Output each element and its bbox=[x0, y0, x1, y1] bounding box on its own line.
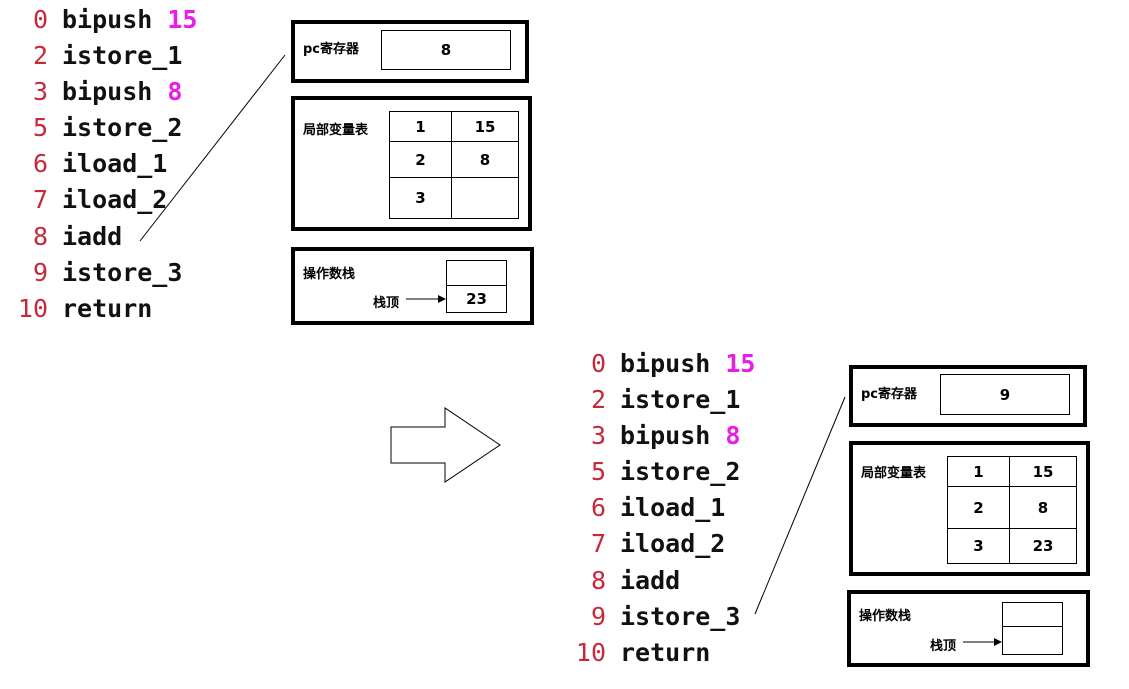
pc-register-box-after bbox=[849, 365, 1087, 427]
stack-slot-top: 23 bbox=[446, 285, 507, 313]
local-slot-value: 23 bbox=[1009, 528, 1077, 564]
local-variable-table-box-before bbox=[291, 96, 532, 231]
local-slot-value bbox=[451, 177, 519, 219]
pc-pointer-line-after bbox=[754, 396, 846, 615]
local-variable-table-box-after bbox=[849, 441, 1090, 576]
pc-pointer-line-before bbox=[139, 54, 286, 242]
stack-slot-top bbox=[1002, 626, 1063, 655]
arrow-icon bbox=[963, 638, 1002, 646]
stack-top-label: 栈顶 bbox=[930, 639, 957, 654]
pc-register-value: 9 bbox=[940, 374, 1070, 415]
local-variable-table-label: 局部变量表 bbox=[303, 123, 369, 138]
right-arrow-icon bbox=[390, 407, 501, 483]
operand-stack-label: 操作数栈 bbox=[859, 609, 912, 624]
pc-register-label: pc寄存器 bbox=[861, 387, 918, 402]
local-variable-table-label: 局部变量表 bbox=[861, 466, 927, 481]
pc-register-label: pc寄存器 bbox=[303, 42, 360, 57]
arrow-icon bbox=[406, 295, 446, 303]
operand-stack-label: 操作数栈 bbox=[303, 267, 356, 282]
stack-top-label: 栈顶 bbox=[373, 296, 400, 311]
pc-register-value: 8 bbox=[381, 30, 511, 70]
